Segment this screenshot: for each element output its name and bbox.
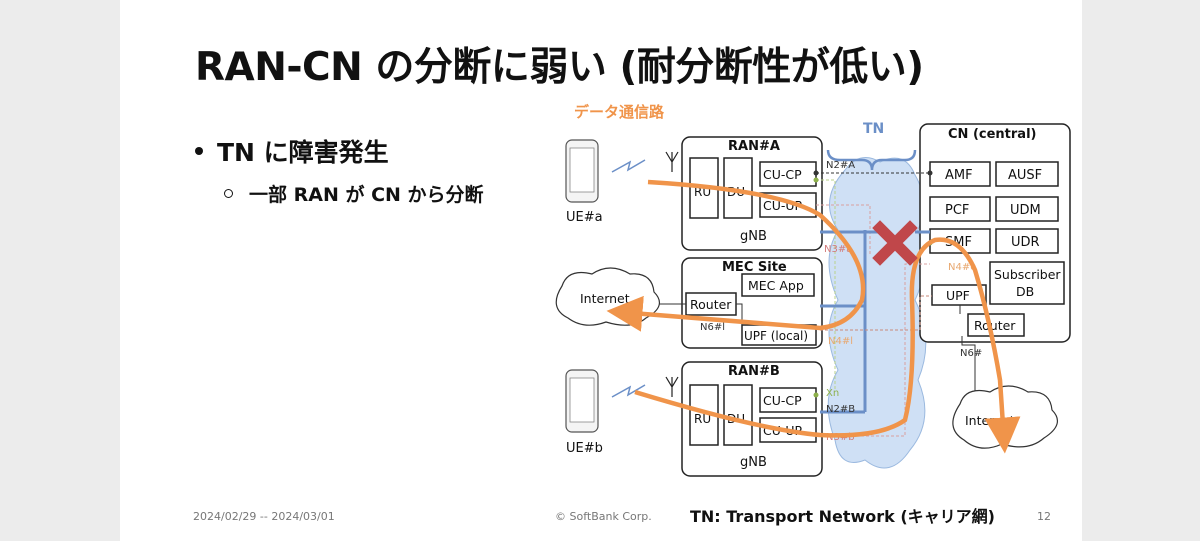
n4c-label: N4#c (948, 262, 976, 273)
cu-cp-b-box (759, 387, 817, 413)
internet-left-label: Internet (580, 291, 630, 306)
cn-title: CN (central) (948, 127, 1036, 142)
n2b-label: N2#B (826, 404, 855, 415)
gnb-b-label: gNB (740, 455, 767, 470)
failure-cross-icon (872, 220, 918, 266)
bullet-level1-text: TN に障害発生 (217, 138, 389, 167)
cu-cp-a-box (759, 161, 817, 187)
pcf-label: PCF (945, 203, 969, 218)
interface-lines (655, 172, 976, 437)
amf-label: AMF (945, 168, 973, 183)
ue-a-phone-icon (565, 139, 599, 203)
n6l-label: N6#l (700, 322, 725, 333)
subscriber-db-label-1: Subscriber (994, 267, 1061, 282)
internet-right-label: Internet (965, 413, 1015, 428)
bullet-level1: TN に障害発生 (195, 133, 389, 169)
subscriber-db-label-2: DB (1016, 284, 1034, 299)
cn-router-box (967, 313, 1025, 337)
amf-box (929, 161, 991, 187)
antenna-b-icon (665, 376, 679, 397)
ausf-box (995, 161, 1059, 187)
port-dot-icon (813, 177, 819, 183)
upf-local-label: UPF (local) (744, 329, 808, 343)
n4l-label: N4#l (828, 336, 853, 347)
footer-date: 2024/02/29 -- 2024/03/01 (193, 510, 335, 523)
mec-app-box (741, 273, 815, 297)
cn-router-label: Router (974, 318, 1016, 333)
ran-a-title: RAN#A (728, 139, 780, 154)
cu-up-b-box (759, 417, 817, 443)
n2a-label: N2#A (826, 160, 855, 171)
n6-label: N6# (960, 348, 982, 359)
data-path-ue-b-to-cn (634, 237, 1021, 454)
cn-upf-box (931, 284, 987, 306)
ausf-label: AUSF (1008, 168, 1042, 183)
bullet-level2-text: 一部 RAN が CN から分断 (249, 184, 484, 206)
data-path-label: データ通信路 (574, 103, 665, 121)
n3a-label: N3#a (824, 244, 852, 255)
gnb-a-label: gNB (740, 229, 767, 244)
cu-cp-a-label: CU-CP (763, 167, 802, 182)
bullet-level2: 一部 RAN が CN から分断 (224, 180, 484, 207)
port-dot-icon (813, 392, 819, 398)
ue-b-label: UE#b (566, 441, 603, 456)
port-dot-icon (813, 170, 819, 176)
udr-label: UDR (1011, 235, 1040, 250)
udm-label: UDM (1010, 203, 1041, 218)
smf-label: SMF (945, 235, 972, 250)
mec-router-label: Router (690, 297, 732, 312)
footer-tn-note: TN: Transport Network (キャリア網) (690, 507, 995, 526)
ue-b-phone-icon (565, 369, 599, 433)
ru-b-label: RU (694, 412, 711, 426)
radio-wave-b-icon (611, 384, 646, 398)
page-number: 12 (1037, 510, 1051, 523)
cn-upf-label: UPF (946, 288, 970, 303)
radio-wave-a-icon (611, 159, 646, 173)
tn-label: TN (863, 121, 884, 137)
port-dot-icon (927, 170, 933, 176)
bullet-dot-icon (195, 147, 203, 155)
pcf-box (929, 196, 991, 222)
udm-box (995, 196, 1059, 222)
cu-cp-b-label: CU-CP (763, 393, 802, 408)
ue-a-label: UE#a (566, 210, 603, 225)
ran-b-title: RAN#B (728, 364, 780, 379)
mec-app-label: MEC App (748, 278, 804, 293)
antenna-a-icon (665, 151, 679, 172)
bullet-ring-icon (224, 189, 233, 198)
tn-brace-icon (826, 149, 917, 171)
xn-label: Xn (826, 388, 839, 399)
subscriber-db-box (989, 261, 1065, 305)
mec-site-title: MEC Site (722, 260, 787, 275)
slide-title: RAN-CN の分断に弱い (耐分断性が低い) (195, 45, 924, 90)
udr-box (995, 228, 1059, 254)
data-path-ue-a-to-mec (606, 179, 866, 332)
footer-copyright: © SoftBank Corp. (555, 510, 652, 523)
